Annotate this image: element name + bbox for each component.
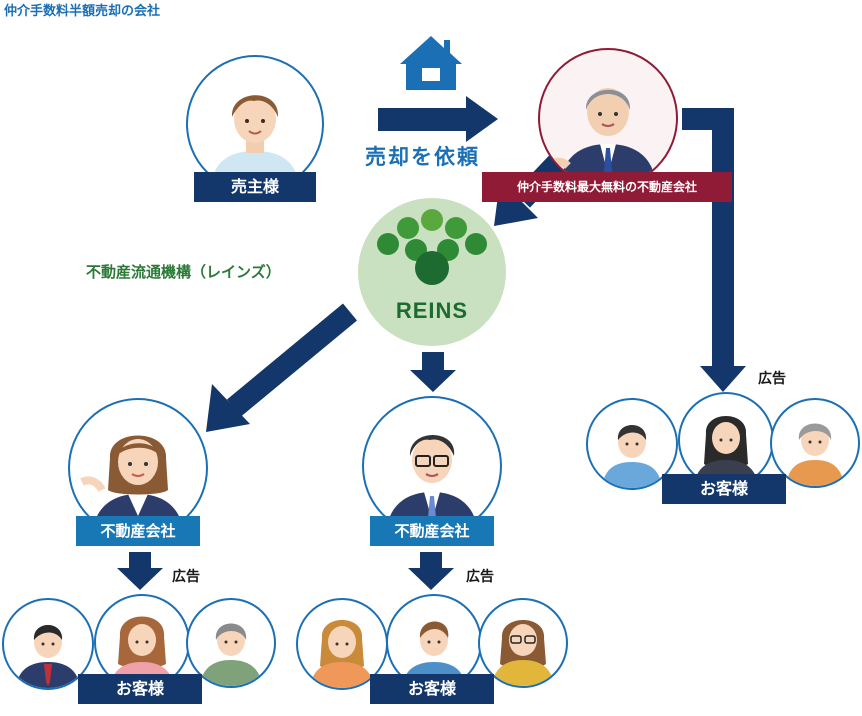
arrow-seller-to-broker — [378, 96, 498, 142]
person-icon — [210, 95, 300, 191]
customer-label-left: お客様 — [78, 674, 202, 704]
ad-label-company-left: 広告 — [172, 569, 200, 585]
ad-label-company-center: 広告 — [466, 569, 494, 585]
person-icon — [386, 435, 478, 534]
customer-avatar — [296, 598, 388, 690]
person-icon — [786, 423, 844, 486]
company-avatar-center — [362, 396, 502, 536]
reins-logo-text: REINS — [395, 298, 469, 323]
arrow-reins-to-company-left — [206, 303, 358, 432]
seller-label: 売主様 — [194, 172, 316, 202]
customer-avatar — [678, 392, 774, 488]
customer-label-center: お客様 — [370, 674, 494, 704]
company-label-center: 不動産会社 — [370, 516, 494, 546]
arrow-reins-to-company-center — [410, 352, 456, 392]
house-icon — [400, 36, 462, 90]
person-icon — [492, 620, 554, 686]
reins-logo: REINS — [358, 198, 506, 346]
person-icon — [16, 625, 80, 688]
company-label-left: 不動産会社 — [76, 516, 200, 546]
person-icon — [602, 425, 662, 488]
person-icon — [694, 416, 758, 486]
person-icon — [200, 623, 262, 686]
arrow-company-center-to-customers — [408, 552, 454, 590]
customer-avatar — [770, 398, 860, 488]
arrow-broker-to-customers — [682, 108, 746, 392]
broker-avatar — [538, 48, 678, 188]
reins-logo-mark — [377, 209, 487, 285]
page-title: 仲介手数料半額売却の会社 — [4, 4, 161, 19]
ad-label-broker: 広告 — [758, 371, 786, 387]
person-icon — [310, 620, 374, 688]
reins-name: 不動産流通機構（レインズ） — [86, 263, 281, 281]
customer-avatar — [478, 598, 568, 688]
arrow-company-left-to-customers — [117, 552, 163, 590]
broker-label: 仲介手数料最大無料の不動産会社 — [482, 172, 732, 202]
customer-label-broker: お客様 — [662, 474, 786, 504]
sale-request-text: 売却を依頼 — [365, 145, 480, 169]
person-icon — [543, 88, 656, 186]
customer-avatar — [186, 598, 276, 688]
